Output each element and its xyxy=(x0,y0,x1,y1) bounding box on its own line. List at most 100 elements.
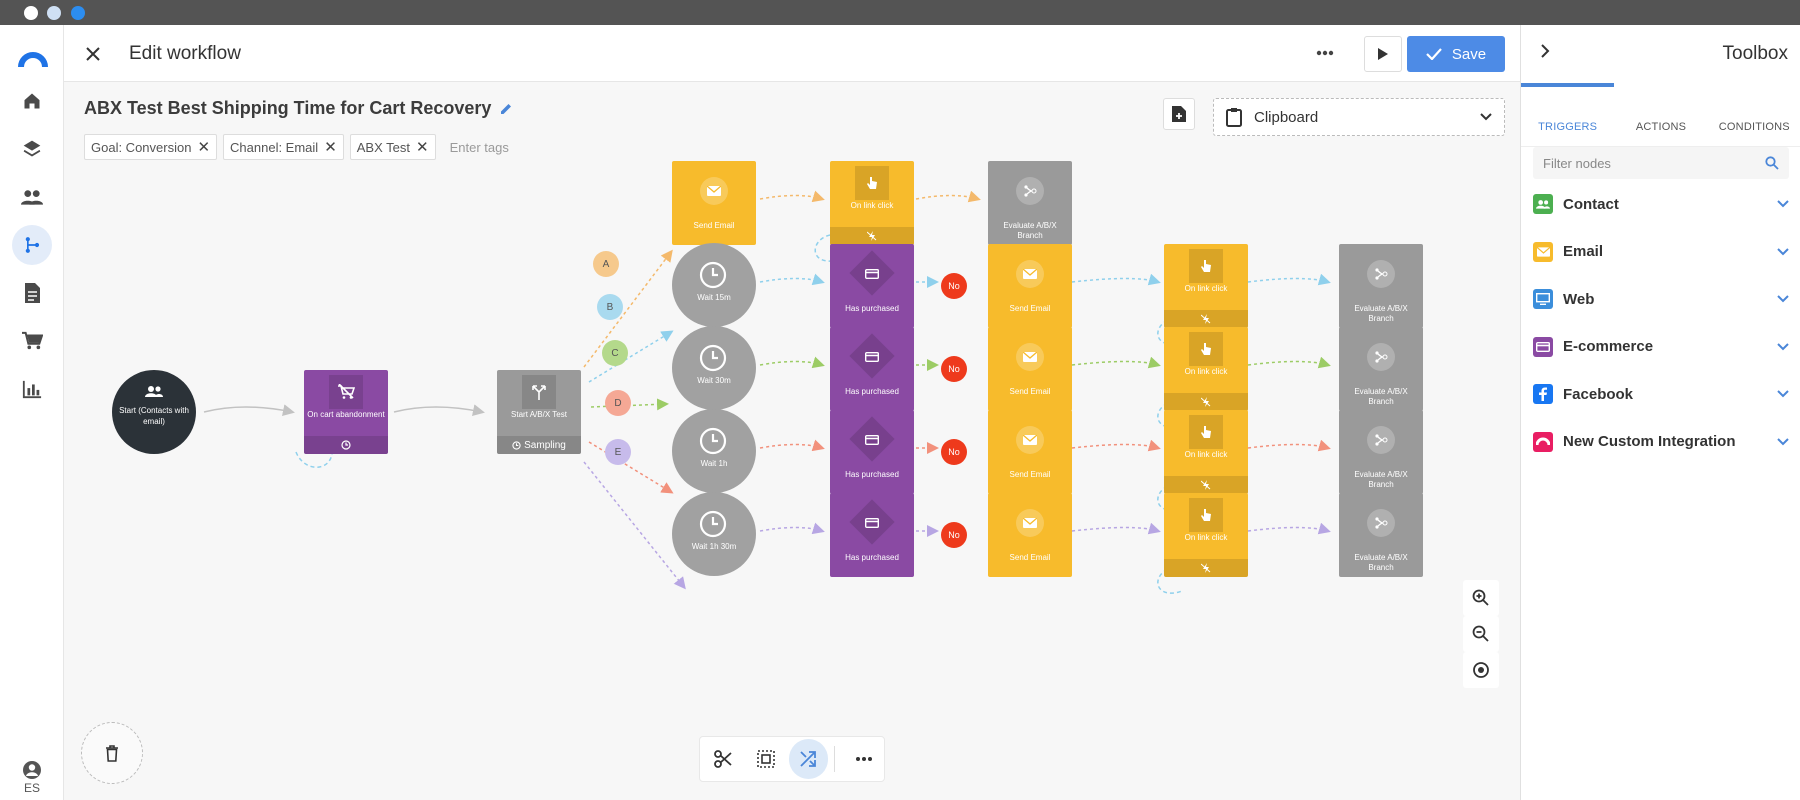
has-purchased-node-e[interactable]: Has purchased xyxy=(830,493,914,577)
evaluate-branch-node[interactable]: Evaluate A/B/X Branch xyxy=(988,161,1072,245)
send-email-node-b[interactable]: Send Email xyxy=(988,244,1072,328)
send-email-node-e[interactable]: Send Email xyxy=(988,493,1072,577)
node-label: Send Email xyxy=(693,221,735,230)
add-note-button[interactable] xyxy=(1163,98,1195,130)
scissors-icon[interactable] xyxy=(703,739,743,779)
no-branch-badge: No xyxy=(941,273,967,299)
chevron-right-icon[interactable] xyxy=(1533,39,1557,63)
toolbox-title: Toolbox xyxy=(1722,43,1789,64)
delete-drop-zone[interactable] xyxy=(81,722,143,784)
pointer-icon xyxy=(1189,415,1223,449)
category-label: Contact xyxy=(1563,195,1619,213)
remove-tag-icon[interactable]: ✕ xyxy=(197,139,211,156)
center-view-icon[interactable] xyxy=(1463,652,1499,688)
no-branch-badge: No xyxy=(941,439,967,465)
send-email-node-d[interactable]: Send Email xyxy=(988,410,1072,494)
has-purchased-node-d[interactable]: Has purchased xyxy=(830,410,914,494)
tab-actions[interactable]: ACTIONS xyxy=(1635,121,1687,133)
evaluate-branch-node-d[interactable]: Evaluate A/B/X Branch xyxy=(1339,410,1423,494)
merge-icon xyxy=(1016,177,1044,205)
toolbox-tabs: TRIGGERS ACTIONS CONDITIONS xyxy=(1521,83,1800,147)
wait-node-c[interactable]: Wait 30m xyxy=(672,326,756,410)
pointer-icon xyxy=(1189,332,1223,366)
wait-node-d[interactable]: Wait 1h xyxy=(672,409,756,493)
has-purchased-node-b[interactable]: Has purchased xyxy=(830,244,914,328)
abx-test-node[interactable]: Start A/B/X Test Sampling xyxy=(497,370,581,454)
node-label: Start A/B/X Test xyxy=(511,410,567,419)
clipboard-dropdown[interactable]: Clipboard xyxy=(1213,98,1505,136)
node-label: Wait 15m xyxy=(697,293,731,302)
save-button-label: Save xyxy=(1451,45,1487,63)
tab-conditions[interactable]: CONDITIONS xyxy=(1718,121,1790,133)
check-icon xyxy=(1426,48,1442,60)
nav-layers-icon[interactable] xyxy=(12,129,52,169)
node-label: Has purchased xyxy=(845,387,899,396)
auto-arrange-icon[interactable] xyxy=(788,739,829,779)
play-icon xyxy=(1378,48,1388,60)
toolbox-category-contact[interactable]: Contact xyxy=(1533,186,1789,222)
chevron-down-icon xyxy=(1777,342,1789,350)
merge-icon xyxy=(1367,260,1395,288)
facebook-icon xyxy=(1533,384,1553,404)
start-node[interactable]: Start (Contacts with email) xyxy=(112,370,196,454)
save-button[interactable]: Save xyxy=(1407,36,1505,72)
zoom-out-icon[interactable] xyxy=(1463,616,1499,652)
wait-node-e[interactable]: Wait 1h 30m xyxy=(672,492,756,576)
filter-nodes-input[interactable]: Filter nodes xyxy=(1533,147,1789,179)
link-click-node-c[interactable]: On link click xyxy=(1164,327,1248,411)
more-tools-icon[interactable] xyxy=(844,739,884,779)
evaluate-branch-node-e[interactable]: Evaluate A/B/X Branch xyxy=(1339,493,1423,577)
tag-chip[interactable]: Goal: Conversion✕ xyxy=(84,134,218,160)
language-label[interactable]: ES xyxy=(23,781,40,795)
zoom-in-icon[interactable] xyxy=(1463,580,1499,616)
cart-abandonment-node[interactable]: On cart abandonment xyxy=(304,370,388,454)
add-file-icon xyxy=(1172,106,1186,122)
toolbox-category-web[interactable]: Web xyxy=(1533,281,1789,317)
window-minimize-dot[interactable] xyxy=(47,6,61,20)
window-titlebar xyxy=(0,0,1800,25)
tag-chip[interactable]: ABX Test✕ xyxy=(349,134,436,160)
nav-contacts-icon[interactable] xyxy=(12,177,52,217)
pointer-icon xyxy=(1189,249,1223,283)
user-avatar-icon[interactable] xyxy=(22,760,42,785)
chevron-down-icon xyxy=(1777,247,1789,255)
window-maximize-dot[interactable] xyxy=(71,6,85,20)
link-click-node-b[interactable]: On link click xyxy=(1164,244,1248,328)
tag-chip[interactable]: Channel: Email✕ xyxy=(223,134,344,160)
workflow-canvas[interactable]: ABX Test Best Shipping Time for Cart Rec… xyxy=(64,82,1520,800)
tags-input[interactable]: Enter tags xyxy=(449,139,509,155)
select-area-icon[interactable] xyxy=(746,739,786,779)
category-label: Web xyxy=(1563,290,1595,308)
envelope-icon xyxy=(1016,509,1044,537)
send-email-node[interactable]: Send Email xyxy=(672,161,756,245)
remove-tag-icon[interactable]: ✕ xyxy=(416,139,429,156)
toolbox-category-ecommerce[interactable]: E-commerce xyxy=(1533,329,1789,365)
edit-pencil-icon[interactable] xyxy=(499,102,513,116)
close-icon[interactable] xyxy=(82,43,104,65)
remove-tag-icon[interactable]: ✕ xyxy=(324,139,337,156)
nav-forms-icon[interactable] xyxy=(12,273,52,313)
nav-home-icon[interactable] xyxy=(12,81,52,121)
nav-ecommerce-icon[interactable] xyxy=(12,321,52,361)
more-options-icon[interactable] xyxy=(1309,41,1341,65)
nav-reports-icon[interactable] xyxy=(12,369,52,409)
evaluate-branch-node-b[interactable]: Evaluate A/B/X Branch xyxy=(1339,244,1423,328)
envelope-icon xyxy=(1016,343,1044,371)
send-email-node-c[interactable]: Send Email xyxy=(988,327,1072,411)
brand-logo-icon[interactable] xyxy=(18,47,48,77)
test-run-button[interactable] xyxy=(1364,36,1402,72)
window-close-dot[interactable] xyxy=(24,6,38,20)
category-label: Email xyxy=(1563,243,1604,260)
evaluate-branch-node-c[interactable]: Evaluate A/B/X Branch xyxy=(1339,327,1423,411)
toolbox-category-custom-integration[interactable]: New Custom Integration xyxy=(1533,424,1789,460)
nav-workflows-icon[interactable] xyxy=(12,225,52,265)
link-click-node-e[interactable]: On link click xyxy=(1164,493,1248,577)
toolbox-category-facebook[interactable]: Facebook xyxy=(1533,376,1789,412)
node-label: On link click xyxy=(1184,450,1228,459)
link-click-node[interactable]: On link click xyxy=(830,161,914,245)
wait-node-b[interactable]: Wait 15m xyxy=(672,243,756,327)
link-click-node-d[interactable]: On link click xyxy=(1164,410,1248,494)
has-purchased-node-c[interactable]: Has purchased xyxy=(830,327,914,411)
toolbox-category-email[interactable]: Email xyxy=(1533,234,1789,270)
tab-triggers[interactable]: TRIGGERS xyxy=(1521,83,1615,146)
